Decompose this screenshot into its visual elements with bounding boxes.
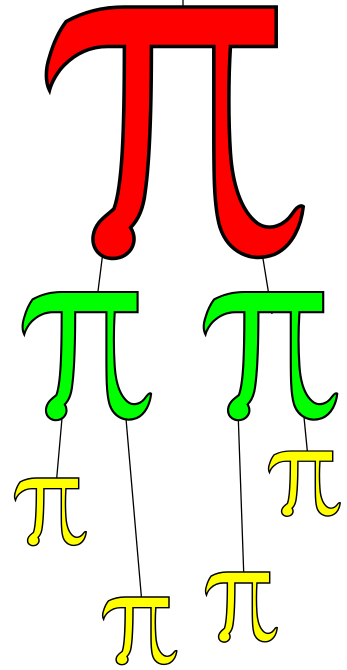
pi-node-yellow-3 <box>204 571 278 643</box>
pi-node-root <box>44 5 306 261</box>
pi-node-yellow-1 <box>13 477 87 547</box>
edge-g-left-to-y-1 <box>55 406 64 487</box>
edge-g-right-to-y-3 <box>237 409 245 582</box>
pi-node-yellow-2 <box>101 596 178 666</box>
pi-node-green-left <box>21 290 153 422</box>
edge-g-left-to-y-2 <box>124 406 143 605</box>
pi-node-yellow-4 <box>267 450 341 518</box>
pi-node-green-right <box>202 290 339 422</box>
